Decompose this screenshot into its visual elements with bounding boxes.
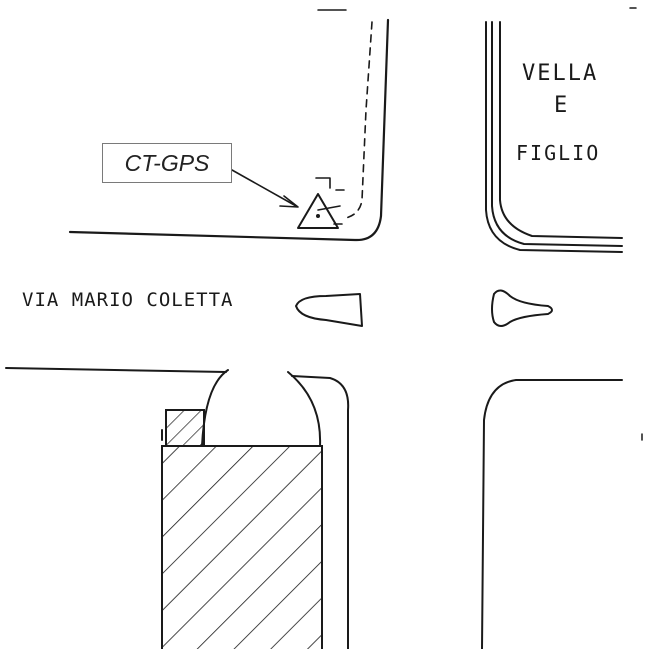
bottom-corner-curb <box>291 375 350 649</box>
shop-name-line2: E <box>554 93 567 118</box>
building-bracket <box>315 177 345 225</box>
top-right-block-middle <box>491 21 623 247</box>
bottom-right-block-edge <box>481 379 623 649</box>
bottom-left-curb <box>201 369 229 447</box>
right-traffic-island <box>491 289 553 327</box>
pointer-arrow <box>231 169 297 207</box>
gps-label-box: CT-GPS <box>102 143 232 183</box>
shop-name-line1: VELLA <box>522 61 598 86</box>
large-hatched-building <box>161 445 323 649</box>
shop-name-line3: FIGLIO <box>516 141 600 165</box>
top-right-block-outer <box>485 21 623 253</box>
triangle-survey-marker-icon <box>297 193 339 229</box>
gps-label-text: CT-GPS <box>124 149 210 176</box>
small-hatched-structure <box>165 409 205 447</box>
left-traffic-island <box>295 293 363 327</box>
top-right-block-inner <box>499 21 623 239</box>
bottom-center-curb <box>287 371 322 447</box>
top-left-block-edge <box>68 18 390 242</box>
pointer-arrowhead <box>279 195 299 208</box>
bottom-left-block-edge <box>5 367 227 373</box>
dashed-survey-line <box>345 21 373 219</box>
street-name-label: VIA MARIO COLETTA <box>22 289 233 311</box>
